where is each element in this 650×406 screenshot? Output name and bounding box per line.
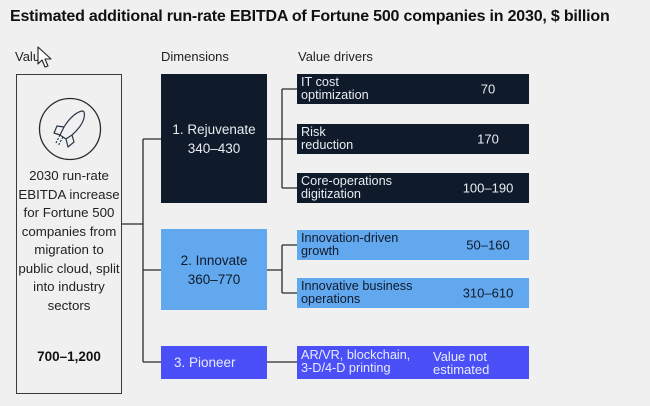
driver-label-line2: reduction [301,138,354,152]
driver-value: 170 [477,131,499,147]
driver-label-line1: Innovative business [301,279,413,293]
driver-value-line1: Value not [433,348,487,364]
dimension-value: 360–770 [187,271,241,287]
dimension-rejuvenate: 1. Rejuvenate 340–430 [161,74,267,203]
dimension-innovate: 2. Innovate 360–770 [161,229,267,310]
driver-label-line2: digitization [301,187,361,201]
driver-label-line2: 3-D/4-D printing [301,361,391,375]
driver-label-line1: Risk [301,125,326,139]
driver-label-line2: growth [301,244,340,258]
dimension-value: 340–430 [187,140,241,156]
total-box: 2030 run-rate EBITDA increase for Fortun… [16,74,122,394]
driver-label-line2: operations [301,292,361,306]
connector-rejuvenate [267,88,297,189]
driver-value: 100–190 [462,180,514,196]
driver-ar-vr-blockchain-printing: AR/VR, blockchain,3-D/4-D printing Value… [297,346,529,379]
driver-label-line1: AR/VR, blockchain, [301,348,411,362]
dimension-pioneer: 3. Pioneer [161,346,267,379]
driver-value: 70 [480,81,496,97]
mouse-cursor-icon [37,46,52,68]
column-header-dimensions: Dimensions [161,49,229,64]
driver-label-line2: optimization [301,88,369,102]
dimension-label: 2. Innovate [180,252,248,268]
driver-value: 310–610 [462,285,514,301]
driver-label-line1: Innovation-driven [301,231,399,245]
driver-value-line2: estimated [433,361,490,377]
total-value: 700–1,200 [37,349,101,364]
chart-title: Estimated additional run-rate EBITDA of … [10,8,610,25]
column-header-value: Valu [15,49,41,64]
column-header-value-drivers: Value drivers [298,49,373,64]
dimension-label: 1. Rejuvenate [172,121,256,137]
driver-value: 50–160 [466,237,510,253]
driver-label-line1: Core-operations [301,174,392,188]
connector-total-trunk [122,138,161,363]
total-description: 2030 run-rate EBITDA increase for Fortun… [18,168,120,313]
driver-label-line1: IT cost [301,75,339,89]
dimension-label: 3. Pioneer [174,355,236,370]
rocket-icon [38,97,102,161]
connector-innovate [267,244,297,294]
